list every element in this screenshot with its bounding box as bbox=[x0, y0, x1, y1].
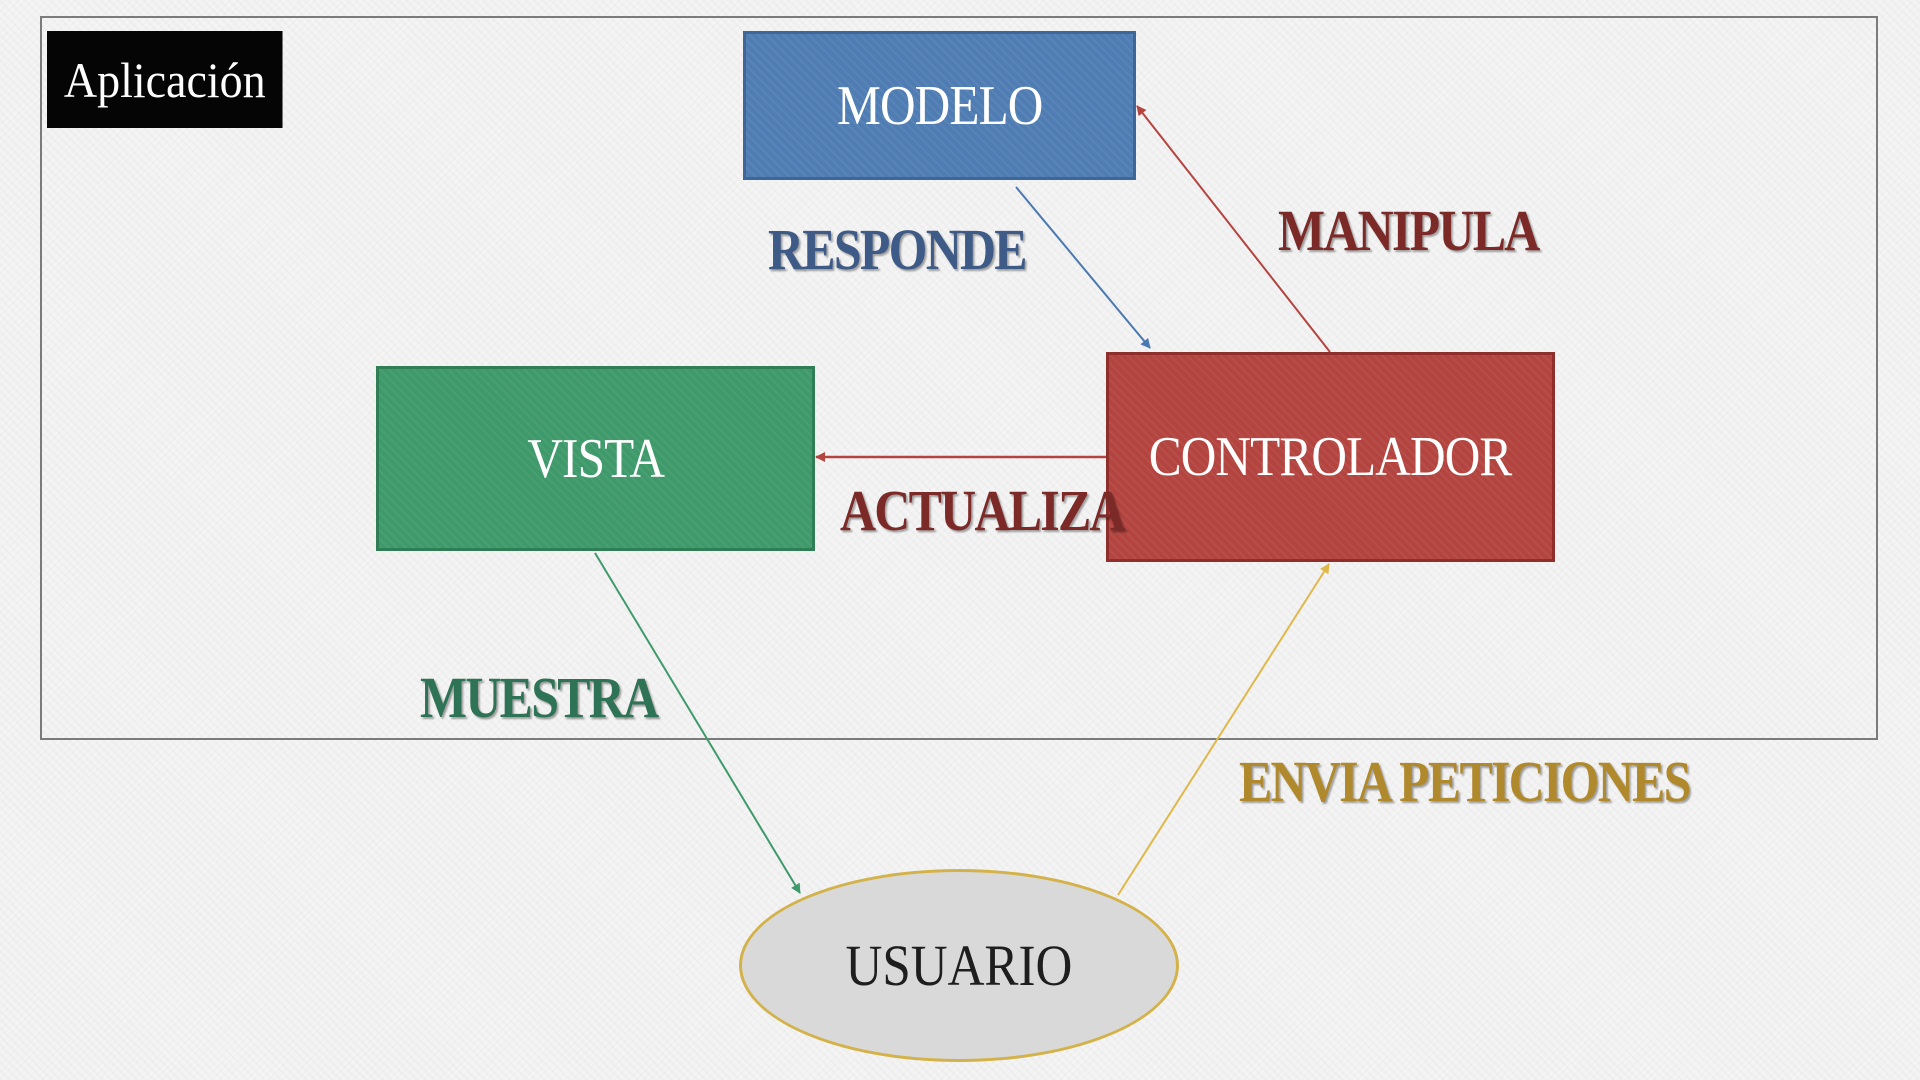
manipula-label: MANIPULA bbox=[1278, 198, 1540, 263]
responde-label: RESPONDE bbox=[768, 217, 1028, 282]
muestra-label: MUESTRA bbox=[420, 665, 659, 730]
usuario-node: USUARIO bbox=[739, 869, 1179, 1062]
vista-node: VISTA bbox=[376, 366, 815, 551]
modelo-node: MODELO bbox=[743, 31, 1136, 180]
usuario-label: USUARIO bbox=[845, 933, 1073, 998]
application-label: Aplicación bbox=[47, 31, 283, 128]
application-frame bbox=[40, 16, 1878, 740]
vista-label: VISTA bbox=[527, 427, 665, 490]
modelo-label: MODELO bbox=[836, 74, 1043, 137]
controlador-label: CONTROLADOR bbox=[1149, 426, 1513, 488]
application-label-text: Aplicación bbox=[63, 51, 266, 108]
actualiza-label: ACTUALIZA bbox=[840, 478, 1126, 543]
controlador-node: CONTROLADOR bbox=[1106, 352, 1555, 562]
envia-peticiones-label: ENVIA PETICIONES bbox=[1239, 749, 1691, 814]
